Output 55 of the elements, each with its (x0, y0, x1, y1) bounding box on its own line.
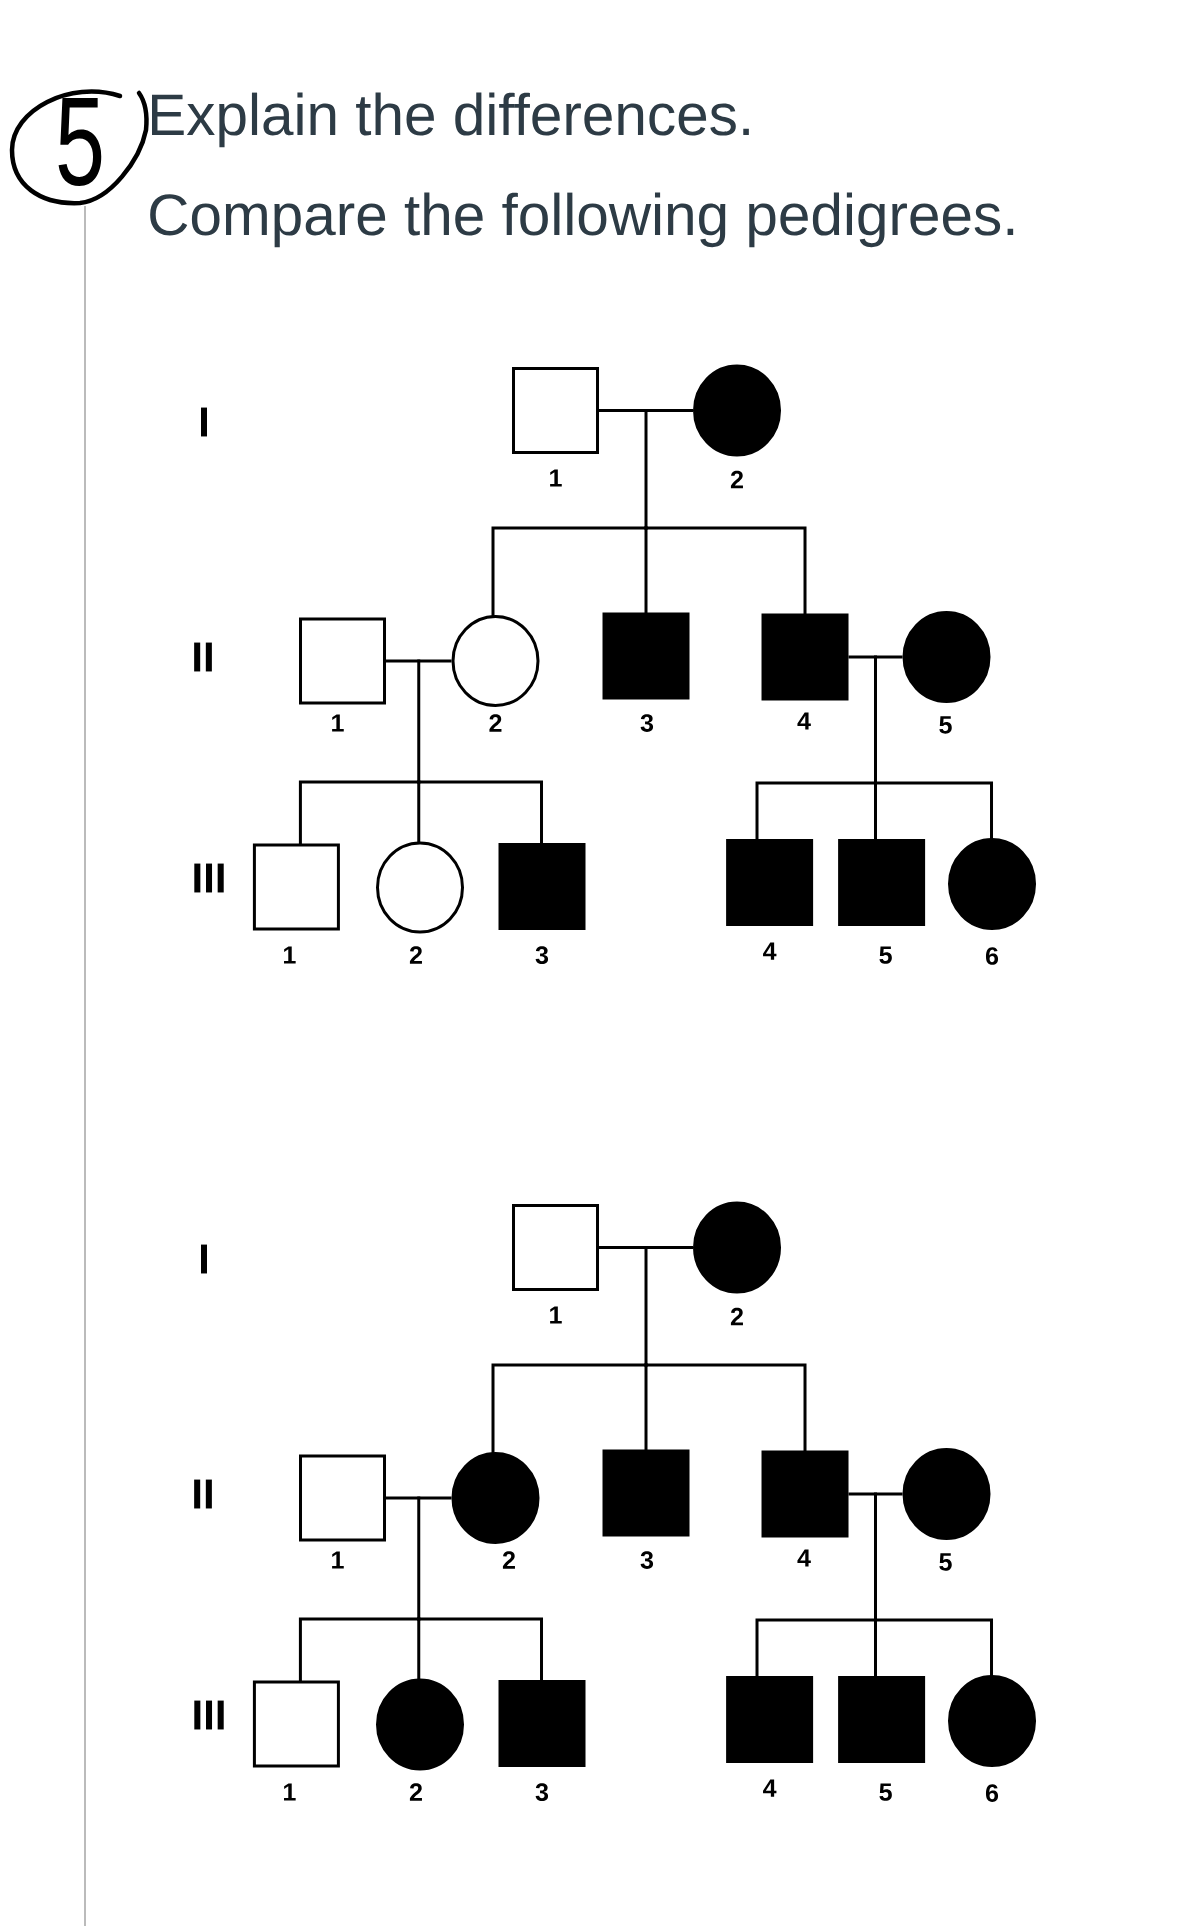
descent-line (417, 780, 543, 845)
individual-number: 1 (284, 946, 296, 964)
descent-line (874, 781, 993, 840)
individual-number: 1 (332, 714, 344, 732)
marriage-line (386, 1496, 452, 1500)
marriage-line (848, 655, 903, 659)
individual-number: 3 (640, 714, 654, 732)
descent-line (417, 1496, 421, 1621)
descent-line (755, 781, 877, 841)
individual-number: 4 (797, 712, 811, 730)
individual-number: 1 (550, 469, 562, 487)
individual-number: 2 (502, 1551, 515, 1569)
individual-number: 2 (489, 714, 502, 732)
individual-number: 2 (409, 1783, 422, 1801)
marriage-line (599, 409, 693, 412)
individual-number: 1 (332, 1551, 344, 1569)
descent-line (644, 1246, 648, 1367)
individual-number: 4 (763, 1779, 777, 1797)
generation-numeral: I (201, 1244, 208, 1274)
descent-line (644, 1363, 807, 1452)
individual-number: 6 (985, 1784, 999, 1802)
individual-number: 2 (409, 946, 422, 964)
individual-number: 3 (640, 1551, 654, 1569)
descent-line (491, 526, 648, 617)
descent-line (491, 1363, 648, 1454)
descent-line (755, 1618, 877, 1678)
instruction-text: Compare the following pedigrees. (150, 192, 1014, 248)
descent-line (417, 1617, 543, 1682)
individual-number: 5 (879, 946, 892, 964)
descent-line (644, 526, 807, 615)
instruction-text: Explain the differences. (152, 92, 749, 148)
generation-numeral: II (194, 642, 212, 672)
individual-number: 4 (797, 1549, 811, 1567)
descent-line (874, 1492, 877, 1622)
individual-number: 6 (985, 947, 999, 965)
individual-number: 3 (535, 946, 549, 964)
individual-number: 5 (939, 1553, 952, 1571)
descent-line (874, 655, 877, 785)
individual-number: 5 (939, 716, 952, 734)
generation-numeral: I (201, 407, 208, 437)
individual-number: 2 (730, 1307, 743, 1326)
marriage-line (599, 1246, 693, 1249)
individual-number: 2 (730, 470, 743, 489)
marriage-line (848, 1492, 903, 1496)
descent-line (874, 1618, 993, 1677)
individual-number: 3 (535, 1783, 549, 1801)
individual-number: 5 (879, 1783, 892, 1801)
handwritten-number: 5 (58, 98, 102, 186)
individual-number: 1 (550, 1306, 562, 1324)
individual-number: 1 (284, 1783, 296, 1801)
marriage-line (386, 659, 452, 663)
descent-line (644, 409, 648, 530)
generation-numeral: II (194, 1479, 212, 1509)
descent-line (417, 659, 421, 784)
individual-number: 4 (763, 942, 777, 960)
